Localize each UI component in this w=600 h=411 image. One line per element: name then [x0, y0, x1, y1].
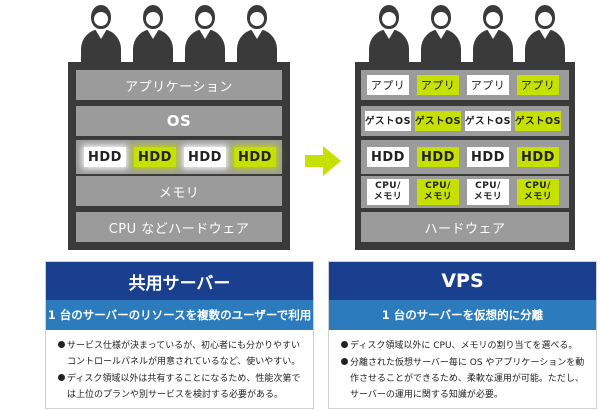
- list-item: 分離された仮想サーバー毎に OS やアプリケーションを動作させることができるため…: [341, 355, 591, 403]
- hdd-tile: HDD: [367, 147, 409, 167]
- memory-layer: メモリ: [76, 176, 282, 206]
- panel-description: ディスク領域以外に CPU、メモリの割り当てを選べる。 分離された仮想サーバー毎…: [341, 338, 591, 404]
- app-tile: アプリ: [467, 75, 509, 95]
- hdd-tile: HDD: [84, 147, 126, 167]
- cpu-memory-tile: CPU/メモリ: [417, 179, 459, 205]
- vps-server-stack: アプリ アプリ アプリ アプリ ゲストOS ゲストOS ゲストOS ゲストOS …: [355, 62, 575, 250]
- vps-panel: VPS 1 台のサーバーを仮想的に分離 ディスク領域以外に CPU、メモリの割り…: [328, 261, 597, 409]
- cpu-memory-tile: CPU/メモリ: [367, 179, 409, 205]
- hardware-layer: CPU などハードウェア: [76, 212, 282, 242]
- guest-os-row: ゲストOS ゲストOS ゲストOS ゲストOS: [361, 106, 569, 136]
- guest-os-tile: ゲストOS: [465, 111, 511, 131]
- cpu-memory-row: CPU/メモリ CPU/メモリ CPU/メモリ CPU/メモリ: [361, 176, 569, 208]
- panel-title: VPS: [329, 262, 596, 300]
- app-tile: アプリ: [367, 75, 409, 95]
- apps-row: アプリ アプリ アプリ アプリ: [361, 70, 569, 100]
- hardware-layer: ハードウェア: [361, 212, 569, 242]
- cpu-memory-tile: CPU/メモリ: [517, 179, 559, 205]
- hdd-tile: HDD: [234, 147, 276, 167]
- user-icon: [132, 2, 174, 64]
- hdd-tile: HDD: [417, 147, 459, 167]
- user-icon: [368, 2, 410, 64]
- guest-os-tile: ゲストOS: [365, 111, 411, 131]
- guest-os-tile: ゲストOS: [515, 111, 561, 131]
- panel-subtitle: 1 台のサーバーを仮想的に分離: [329, 300, 596, 330]
- list-item: サービス仕様が決まっているが、初心者にも分かりやすいコントロールパネルが用意され…: [58, 338, 308, 370]
- hdd-layer: HDD HDD HDD HDD: [76, 140, 282, 174]
- os-layer: OS: [76, 106, 282, 136]
- arrow-right-icon: [305, 146, 341, 176]
- app-tile: アプリ: [417, 75, 459, 95]
- user-icon: [184, 2, 226, 64]
- hdd-tile: HDD: [184, 147, 226, 167]
- application-layer: アプリケーション: [76, 70, 282, 100]
- panel-subtitle: 1 台のサーバーのリソースを複数のユーザーで利用: [46, 300, 313, 330]
- list-item: ディスク領域以外は共有することになるため、性能次第では上位のプランや別サービスを…: [58, 371, 308, 403]
- hdd-tile: HDD: [134, 147, 176, 167]
- list-item: ディスク領域以外に CPU、メモリの割り当てを選べる。: [341, 338, 591, 354]
- user-icon: [80, 2, 122, 64]
- shared-server-panel: 共用サーバー 1 台のサーバーのリソースを複数のユーザーで利用 サービス仕様が決…: [45, 261, 314, 409]
- user-icon: [236, 2, 278, 64]
- user-icon: [524, 2, 566, 64]
- hdd-tile: HDD: [467, 147, 509, 167]
- panel-title: 共用サーバー: [46, 262, 313, 300]
- user-icon: [472, 2, 514, 64]
- hdd-row: HDD HDD HDD HDD: [361, 140, 569, 174]
- guest-os-tile: ゲストOS: [415, 111, 461, 131]
- app-tile: アプリ: [517, 75, 559, 95]
- cpu-memory-tile: CPU/メモリ: [467, 179, 509, 205]
- hdd-tile: HDD: [517, 147, 559, 167]
- panel-description: サービス仕様が決まっているが、初心者にも分かりやすいコントロールパネルが用意され…: [58, 338, 308, 404]
- shared-server-stack: アプリケーション OS HDD HDD HDD HDD メモリ CPU などハー…: [68, 62, 290, 250]
- user-icon: [420, 2, 462, 64]
